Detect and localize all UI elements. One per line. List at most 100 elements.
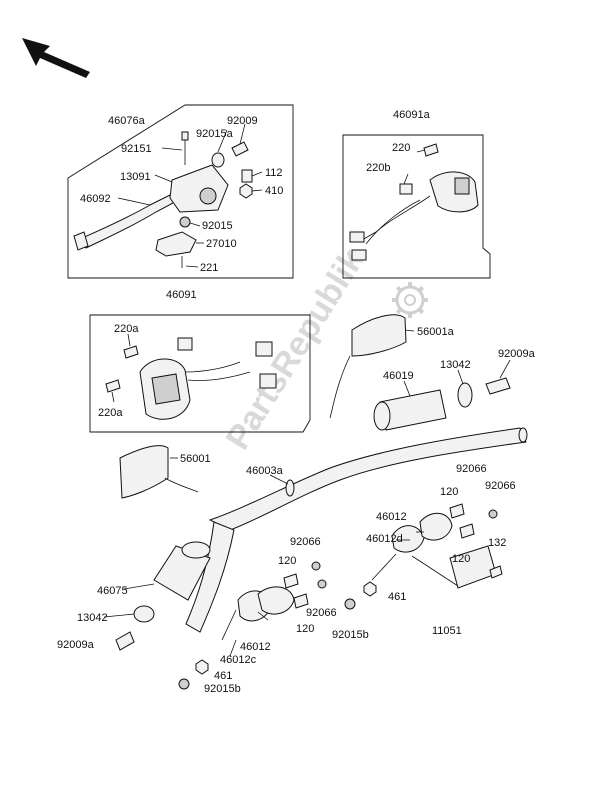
bolt-120-right-b	[449, 503, 465, 519]
switch-housing-right	[429, 171, 479, 213]
arrow-up-left-icon	[22, 38, 90, 78]
collar-92015	[179, 216, 191, 228]
label-220a-top: 220a	[114, 323, 139, 335]
mirror-left	[119, 445, 199, 499]
label-410: 410	[265, 185, 283, 197]
washer-92066-left-b	[317, 579, 327, 589]
washer-92066-right	[488, 509, 498, 519]
bolt-112	[241, 169, 253, 183]
lever-assembly-box	[67, 104, 294, 279]
bolt-120-left	[283, 573, 299, 589]
label-56001: 56001	[180, 453, 211, 465]
screw-92009a-right	[485, 377, 511, 395]
label-46019: 46019	[383, 370, 414, 382]
label-92066-d: 92066	[306, 607, 337, 619]
watermark-text: PartsRepublik	[219, 242, 372, 456]
label-46092: 46092	[80, 193, 111, 205]
lever-assembly-group	[67, 104, 294, 279]
label-92009a-left: 92009a	[57, 639, 95, 651]
bolt-132	[489, 565, 503, 579]
label-132: 132	[488, 537, 506, 549]
label-92015a: 92015a	[196, 128, 234, 140]
label-120-a: 120	[440, 486, 458, 498]
mirror-56001a	[351, 314, 407, 357]
label-56001a: 56001a	[417, 326, 455, 338]
lever-holder	[169, 164, 229, 213]
screw-220a-bot	[105, 379, 121, 393]
grip-46075	[153, 545, 211, 601]
bolt-120-right	[459, 523, 475, 539]
lower-clamp-right	[344, 503, 503, 610]
label-461-left: 461	[214, 670, 232, 682]
label-46012d: 46012d	[366, 533, 403, 545]
label-46076a: 46076a	[108, 115, 146, 127]
handlebar-end	[518, 427, 528, 443]
handlebar-ring	[285, 479, 295, 497]
weight-13042-right	[457, 382, 473, 408]
label-92066-a: 92066	[456, 463, 487, 475]
label-13042-left: 13042	[77, 612, 108, 624]
label-11051: 11051	[432, 625, 462, 637]
label-46012-left: 46012	[240, 641, 271, 653]
bolt-120-left-b	[293, 593, 309, 609]
washer-92066-left-a	[311, 561, 321, 571]
label-120-b: 120	[452, 553, 470, 565]
gear-icon	[392, 282, 428, 318]
label-27010: 27010	[206, 238, 237, 250]
collar-92015b-left	[178, 678, 190, 690]
connector-left-c	[259, 373, 277, 389]
label-92009: 92009	[227, 115, 258, 127]
left-grip-group	[103, 541, 211, 651]
label-220a-bot: 220a	[98, 407, 123, 419]
label-46012c: 46012c	[220, 654, 257, 666]
switch-face	[151, 373, 181, 405]
grip-left-flange	[181, 541, 211, 559]
switch-27010	[155, 231, 197, 257]
connector-right-a	[349, 231, 365, 243]
label-46012-right: 46012	[376, 511, 407, 523]
right-switch-group	[342, 134, 491, 279]
part-labels: 46076a 92009 92151 92015a 13091 112 410 …	[57, 109, 536, 695]
lever-tip	[73, 231, 89, 251]
label-92066-c: 92066	[290, 536, 321, 548]
label-220b: 220b	[366, 162, 390, 174]
dust-cover-92015a	[211, 152, 225, 168]
connector-right-b	[351, 249, 367, 261]
mirror-right	[329, 314, 415, 419]
label-221: 221	[200, 262, 218, 274]
screw-220a-top	[123, 345, 139, 359]
handlebar-group	[185, 427, 528, 633]
label-461-right: 461	[388, 591, 406, 603]
label-92066-b: 92066	[485, 480, 516, 492]
label-220: 220	[392, 142, 410, 154]
switch-button	[454, 177, 470, 195]
handlebar-upper	[208, 427, 527, 531]
pivot-bolt-92151	[181, 131, 189, 141]
label-13091: 13091	[120, 171, 151, 183]
label-46091: 46091	[166, 289, 197, 301]
label-46075: 46075	[97, 585, 128, 597]
holder-bore	[199, 187, 217, 205]
label-92015b-right: 92015b	[332, 629, 369, 641]
left-switch-group	[89, 314, 311, 433]
label-92009a-right: 92009a	[498, 348, 536, 360]
label-92015b-left: 92015b	[204, 683, 241, 695]
collar-92015b-right	[344, 598, 356, 610]
label-120-d: 120	[296, 623, 314, 635]
lower-clamp-left	[178, 561, 327, 690]
nut-461-right	[363, 581, 377, 597]
right-grip-group	[373, 359, 511, 431]
label-46091a: 46091a	[393, 109, 431, 121]
left-switch-box	[89, 314, 311, 433]
screw-92009	[231, 141, 249, 157]
label-120-c: 120	[278, 555, 296, 567]
screw-92009a-left	[115, 631, 135, 651]
holder-46012c	[257, 586, 295, 615]
label-92015: 92015	[202, 220, 233, 232]
label-13042-right: 13042	[440, 359, 471, 371]
nut-461-left	[195, 659, 209, 675]
connector-left-a	[177, 337, 193, 351]
right-switch-box	[342, 134, 491, 279]
